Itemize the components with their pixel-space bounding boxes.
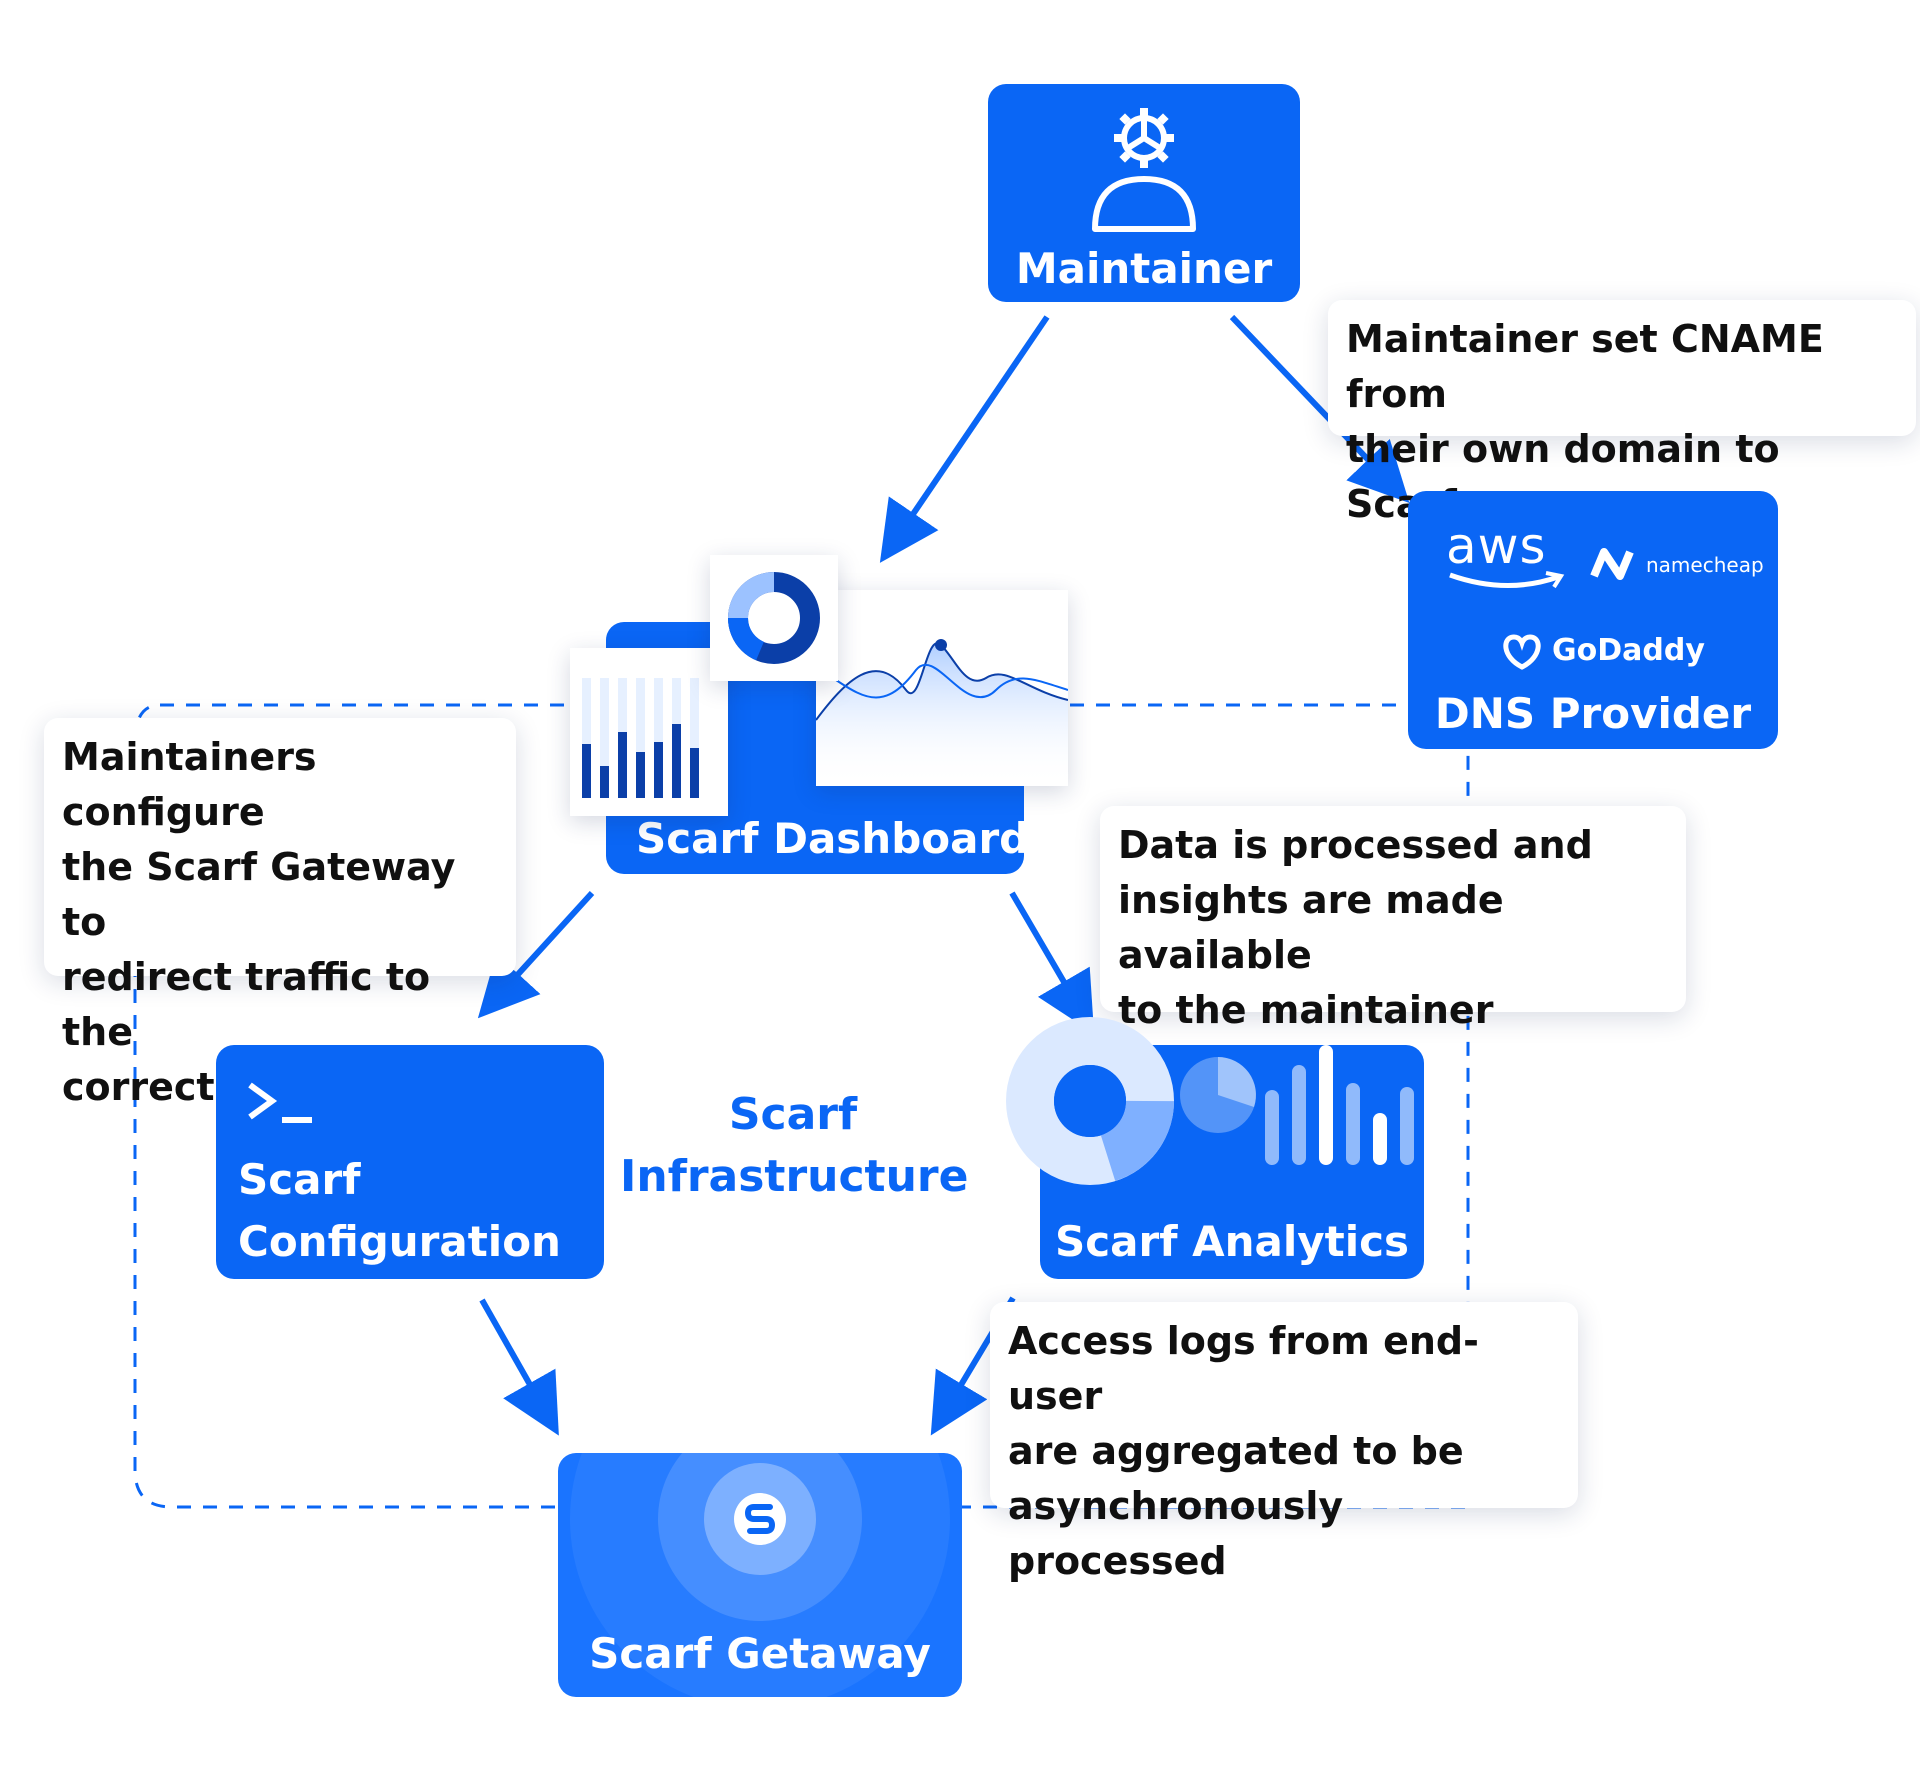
callout-cname: Maintainer set CNAME from their own doma… [1328,300,1916,526]
line-chart-icon [815,639,1069,786]
scarf-analytics-label: Scarf Analytics [1055,1217,1409,1266]
aws-smile-icon [1449,571,1565,589]
namecheap-icon [1590,548,1634,580]
callout-access-logs: Access logs from end-user are aggregated… [990,1302,1578,1583]
terminal-icon [248,1082,312,1123]
callout-configure: Maintainers configure the Scarf Gateway … [44,718,516,1109]
arrow-dashboard-to-analytics [1009,891,1095,1034]
ring-chart-icon [1006,1017,1174,1185]
scarf-gateway-label: Scarf Getaway [589,1629,931,1678]
arrow-maintainer-to-dashboard [879,315,1050,563]
godaddy-label: GoDaddy [1552,633,1705,668]
analytics-icons [1180,1045,1414,1165]
scarf-analytics-node: Scarf Analytics [1006,1017,1424,1279]
scarf-configuration-label: Scarf Configuration [238,1155,561,1266]
bar-chart-icon [582,678,699,798]
person-icon [1092,176,1196,232]
maintainer-label: Maintainer [1015,244,1273,293]
donut-chart-icon [728,572,820,664]
gear-icon [1114,108,1174,168]
dns-provider-node: aws namecheap GoDaddy DNS Provider [1408,491,1778,749]
arrow-configuration-to-gateway [479,1298,559,1436]
scarf-gateway-node: Scarf Getaway [558,1453,962,1697]
scarf-infrastructure-label: Scarf Infrastructure [620,1089,969,1202]
namecheap-label: namecheap [1646,553,1764,577]
scarf-configuration-node: Scarf Configuration [216,1045,604,1279]
bar-chart-card [570,648,728,816]
line-chart-card [815,590,1069,786]
arrow-maintainer-to-dns [1229,314,1410,504]
dns-provider-label: DNS Provider [1434,689,1752,738]
godaddy-icon [1503,634,1541,670]
scarf-logo-icon [734,1493,786,1545]
arrow-dashboard-to-configuration [477,890,595,1019]
callout-processed: Data is processed and insights are made … [1100,806,1686,1032]
aws-logo: aws [1446,517,1565,589]
maintainer-node: Maintainer [988,84,1300,302]
donut-chart-card [710,555,838,681]
scarf-dashboard-label: Scarf Dashboard [636,814,1024,863]
